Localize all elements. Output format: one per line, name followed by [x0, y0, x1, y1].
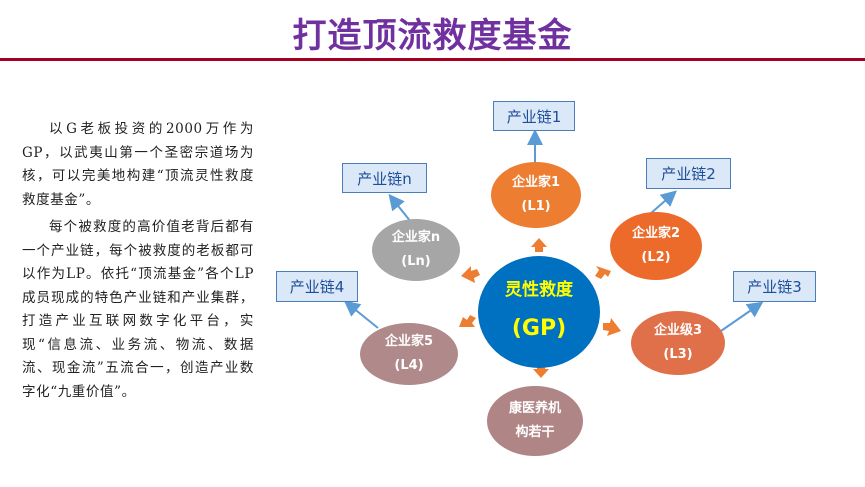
chain-box-3: 产业链3: [733, 271, 816, 302]
link-l4-chain4: [343, 300, 379, 329]
node-ln-label: 企业家n: [391, 230, 441, 245]
description-paragraph-1: 以G老板投资的2000万作为GP，以武夷山第一个圣密宗道场为核，可以完美地构建“…: [22, 121, 254, 208]
page-title: 打造顶流救度基金: [292, 16, 573, 56]
node-l4-label: 企业家5: [384, 334, 434, 349]
description-paragraph-2: 每个被救度的高价值老背后都有一个产业链，每个被救度的老板都可以作为LP。依托“顶…: [22, 219, 254, 400]
chain-box-1: 产业链1: [493, 101, 575, 131]
node-l3-label: 企业级3: [653, 323, 703, 338]
node-l1-label: 企业家1: [511, 175, 561, 190]
arrow-to-l1: [531, 238, 547, 252]
node-health-line1: 康医养机: [508, 401, 561, 416]
node-l3: 企业级3 (L3): [631, 311, 725, 375]
node-l1: 企业家1 (L1): [491, 162, 581, 228]
arrow-to-l4: [459, 315, 476, 327]
node-health-institutions: 康医养机 构若干: [487, 386, 583, 456]
description-text: 以G老板投资的2000万作为GP，以武夷山第一个圣密宗道场为核，可以完美地构建“…: [22, 118, 254, 404]
node-l4-code: (L4): [394, 358, 424, 373]
center-gp-circle: 灵性救度 (GP): [478, 256, 600, 368]
node-health-line2: 构若干: [515, 425, 555, 440]
node-ln: 企业家n (Ln): [372, 219, 460, 281]
arrow-to-l2: [595, 266, 611, 279]
center-sublabel: (GP): [511, 316, 567, 341]
arrow-to-l3: [603, 318, 621, 336]
node-ln-code: (Ln): [401, 254, 431, 269]
link-l2-chain2: [649, 190, 678, 215]
node-l2: 企业家2 (L2): [610, 212, 702, 280]
center-label: 灵性救度: [505, 280, 573, 300]
node-l2-code: (L2): [641, 250, 671, 265]
chain-box-n: 产业链n: [342, 163, 427, 193]
node-l4: 企业家5 (L4): [360, 323, 458, 385]
node-l2-label: 企业家2: [631, 226, 681, 241]
arrow-to-ln: [461, 266, 480, 283]
title-divider: [0, 58, 865, 61]
node-l1-code: (L1): [521, 199, 551, 214]
link-l3-chain3: [717, 301, 764, 334]
node-l3-code: (L3): [663, 347, 693, 362]
chain-box-4: 产业链4: [276, 271, 358, 302]
chain-box-2: 产业链2: [646, 158, 731, 189]
